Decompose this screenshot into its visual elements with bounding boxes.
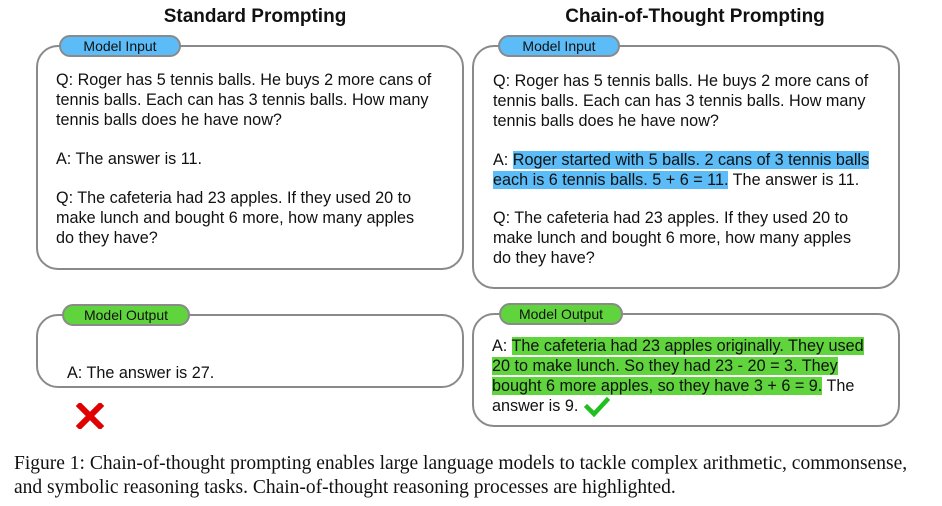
standard-model-input-tag: Model Input [59, 35, 181, 57]
cot-answer-1-prefix: A: [493, 151, 513, 169]
standard-input-box [36, 45, 464, 270]
standard-output-box [36, 314, 464, 388]
cot-output-highlight: bought 6 more apples, so they have 3 + 6… [492, 377, 823, 395]
cot-model-input-tag: Model Input [498, 35, 620, 57]
cot-output-final: answer is 9. [492, 397, 579, 415]
cot-prompting-title: Chain-of-Thought Prompting [565, 6, 825, 27]
standard-output-answer: A: The answer is 27. [67, 364, 215, 382]
cot-model-output-tag: Model Output [499, 303, 623, 325]
standard-answer-1: A: The answer is 11. [56, 150, 203, 168]
cot-output-highlight: 20 to make lunch. So they had 23 - 20 = … [492, 357, 838, 375]
standard-question-1: Q: Roger has 5 tennis balls. He buys 2 m… [56, 71, 432, 129]
cot-reasoning-highlight: each is 6 tennis balls. 5 + 6 = 11. [493, 171, 729, 189]
cot-answer-1-suffix: The answer is 11. [728, 171, 860, 189]
cot-question-1: Q: Roger has 5 tennis balls. He buys 2 m… [493, 72, 869, 130]
standard-output-text: A: The answer is 27. [58, 343, 214, 449]
figure-caption: Figure 1: Chain-of-thought prompting ena… [14, 453, 908, 498]
cot-question-2: Q: The cafeteria had 23 apples. If they … [493, 209, 852, 267]
cot-reasoning-highlight: Roger started with 5 balls. 2 cans of 3 … [512, 151, 870, 169]
cross-icon [58, 403, 104, 448]
cot-answer-1: A: Roger started with 5 balls. 2 cans of… [493, 150, 870, 190]
standard-prompting-title: Standard Prompting [163, 6, 347, 27]
standard-model-output-tag: Model Output [62, 304, 190, 326]
cot-output-highlight: The cafeteria had 23 apples originally. … [511, 337, 864, 355]
cot-output-text: A: The cafeteria had 23 apples originall… [492, 336, 864, 417]
cot-output-prefix: A: [492, 337, 512, 355]
checkmark-icon [584, 396, 611, 417]
standard-question-2: Q: The cafeteria had 23 apples. If they … [56, 189, 415, 247]
cot-output-suffix: The [822, 377, 855, 395]
